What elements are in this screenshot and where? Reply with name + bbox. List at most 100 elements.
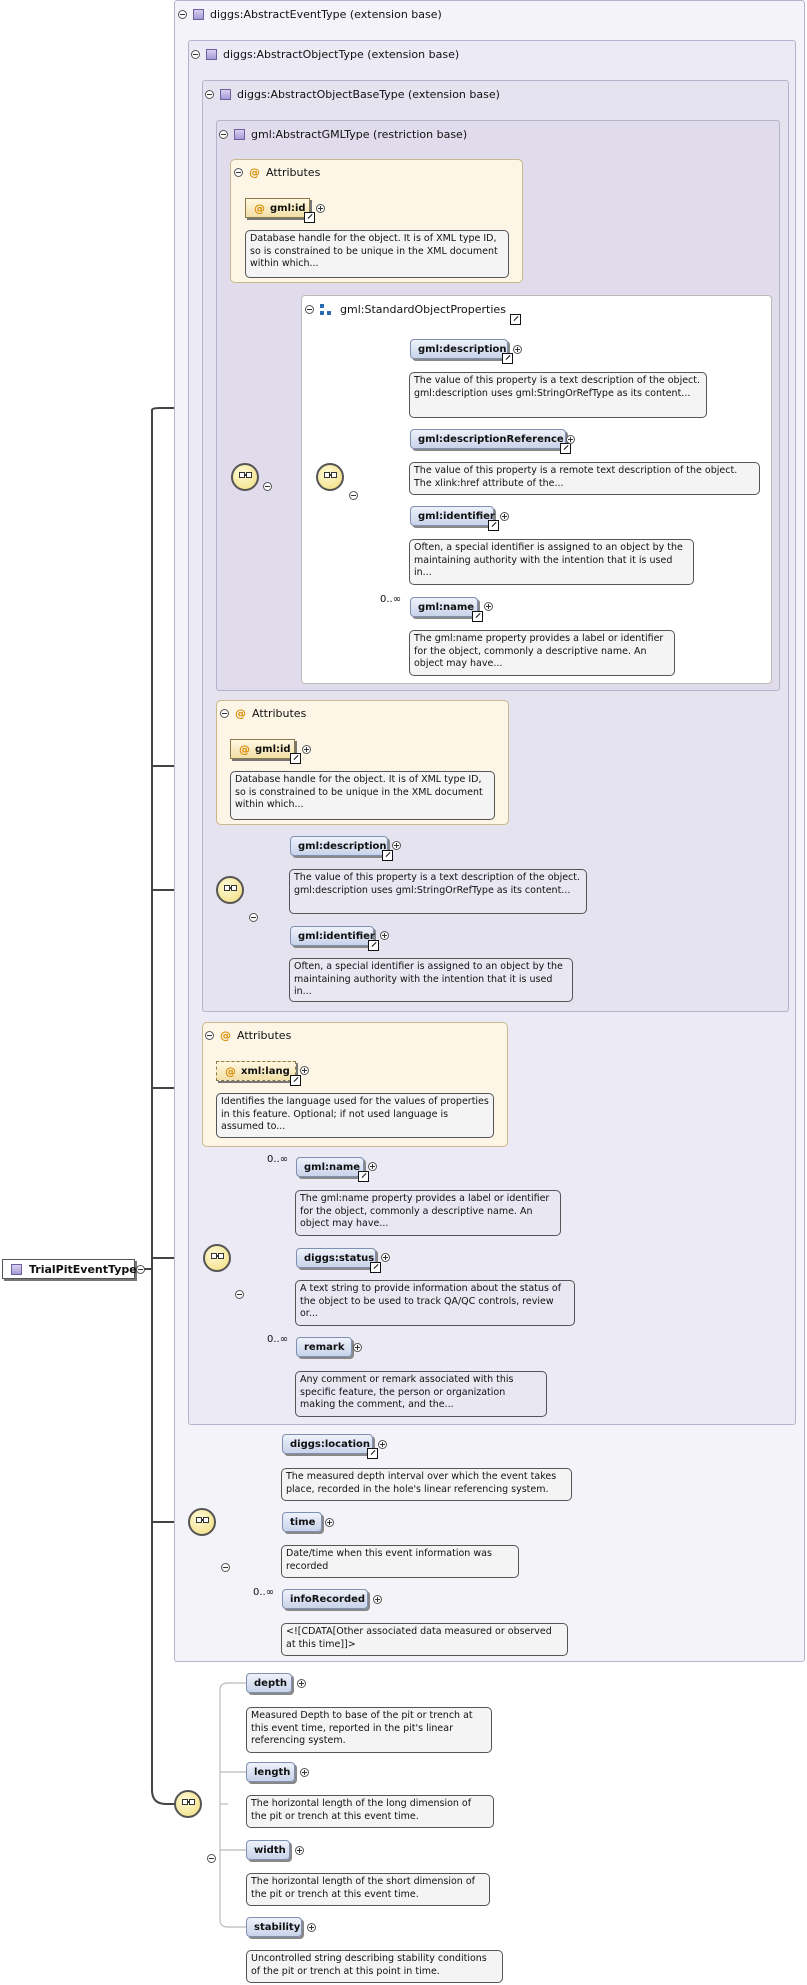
attributes-header: @ Attributes <box>205 1029 291 1042</box>
sequence-icon[interactable] <box>231 463 259 491</box>
elem-time[interactable]: time <box>282 1512 322 1532</box>
expand-icon[interactable] <box>381 1253 390 1262</box>
doc-gml-identifier: Often, a special identifier is assigned … <box>409 539 694 585</box>
collapse-icon[interactable] <box>191 50 200 59</box>
reference-arrow-icon[interactable] <box>367 1448 378 1459</box>
reference-arrow-icon[interactable] <box>472 611 483 622</box>
expand-icon[interactable] <box>392 841 401 850</box>
doc-width: The horizontal length of the short dimen… <box>246 1873 490 1906</box>
expand-icon[interactable] <box>295 1846 304 1855</box>
expand-icon[interactable] <box>353 1343 362 1352</box>
elem-remark[interactable]: remark <box>296 1337 352 1357</box>
reference-arrow-icon[interactable] <box>510 314 521 325</box>
collapse-icon[interactable] <box>263 482 272 491</box>
doc-time: Date/time when this event information wa… <box>281 1545 519 1578</box>
reference-arrow-icon[interactable] <box>488 520 499 531</box>
collapse-root-icon[interactable] <box>136 1265 145 1274</box>
expand-icon[interactable] <box>484 602 493 611</box>
doc-depth: Measured Depth to base of the pit or tre… <box>246 1707 492 1753</box>
attr-gml-id[interactable]: @ gml:id <box>245 198 310 218</box>
expand-icon[interactable] <box>500 512 509 521</box>
elem-gml-description[interactable]: gml:description <box>410 339 508 359</box>
occurrence-label: 0..∞ <box>253 1587 275 1598</box>
ext-objectbase-header: diggs:AbstractObjectBaseType (extension … <box>205 88 500 101</box>
expand-icon[interactable] <box>368 1162 377 1171</box>
expand-icon[interactable] <box>378 1440 387 1449</box>
doc-gml-name: The gml:name property provides a label o… <box>409 630 675 676</box>
elem-gml-identifier[interactable]: gml:identifier <box>290 926 375 946</box>
expand-icon[interactable] <box>300 1066 309 1075</box>
expand-icon[interactable] <box>302 745 311 754</box>
reference-arrow-icon[interactable] <box>290 1075 301 1086</box>
collapse-icon[interactable] <box>178 10 187 19</box>
elem-diggs-location[interactable]: diggs:location <box>282 1434 373 1454</box>
attribute-icon: @ <box>254 201 265 215</box>
ext-objectbase-title: diggs:AbstractObjectBaseType (extension … <box>237 88 500 101</box>
doc-gml-id: Database handle for the object. It is of… <box>245 230 509 278</box>
sequence-icon[interactable] <box>203 1244 231 1272</box>
occurrence-label: 0..∞ <box>380 594 402 605</box>
collapse-icon[interactable] <box>219 130 228 139</box>
reference-arrow-icon[interactable] <box>358 1171 369 1182</box>
elem-gml-name[interactable]: gml:name <box>296 1157 364 1177</box>
collapse-icon[interactable] <box>249 913 258 922</box>
sequence-icon[interactable] <box>174 1790 202 1818</box>
attributes-header: @ Attributes <box>234 166 320 179</box>
attr-gml-id[interactable]: @ gml:id <box>230 739 295 759</box>
expand-icon[interactable] <box>513 345 522 354</box>
attribute-icon: @ <box>249 166 260 179</box>
elem-width[interactable]: width <box>246 1840 290 1860</box>
collapse-icon[interactable] <box>205 90 214 99</box>
complex-type-icon <box>11 1263 22 1275</box>
doc-gml-description-reference: The value of this property is a remote t… <box>409 462 760 495</box>
reference-arrow-icon[interactable] <box>382 850 393 861</box>
sequence-icon[interactable] <box>188 1508 216 1536</box>
reference-arrow-icon[interactable] <box>290 753 301 764</box>
collapse-icon[interactable] <box>207 1854 216 1863</box>
attr-label: gml:id <box>255 743 291 755</box>
elem-diggs-status[interactable]: diggs:status <box>296 1248 376 1268</box>
doc-diggs-status: A text string to provide information abo… <box>295 1280 575 1326</box>
reference-arrow-icon[interactable] <box>560 443 571 454</box>
complex-type-icon <box>206 49 217 60</box>
root-element[interactable]: TrialPitEventType <box>2 1259 137 1279</box>
attr-label: gml:id <box>270 202 306 214</box>
expand-icon[interactable] <box>373 1595 382 1604</box>
elem-gml-name[interactable]: gml:name <box>410 597 478 617</box>
elem-stability[interactable]: stability <box>246 1917 302 1937</box>
doc-gml-name: The gml:name property provides a label o… <box>295 1190 561 1236</box>
attributes-title: Attributes <box>237 1029 292 1042</box>
elem-gml-description-reference[interactable]: gml:descriptionReference <box>410 429 566 449</box>
sequence-icon[interactable] <box>216 876 244 904</box>
reference-arrow-icon[interactable] <box>304 212 315 223</box>
reference-arrow-icon[interactable] <box>502 353 513 364</box>
expand-icon[interactable] <box>380 931 389 940</box>
elem-depth[interactable]: depth <box>246 1673 292 1693</box>
collapse-icon[interactable] <box>235 1290 244 1299</box>
collapse-icon[interactable] <box>305 305 314 314</box>
elem-gml-description[interactable]: gml:description <box>290 836 388 856</box>
expand-icon[interactable] <box>566 435 575 444</box>
collapse-icon[interactable] <box>220 709 229 718</box>
restr-gml-header: gml:AbstractGMLType (restriction base) <box>219 128 467 141</box>
ext-object-header: diggs:AbstractObjectType (extension base… <box>191 48 459 61</box>
collapse-icon[interactable] <box>205 1031 214 1040</box>
collapse-icon[interactable] <box>234 168 243 177</box>
elem-length[interactable]: length <box>246 1762 295 1782</box>
expand-icon[interactable] <box>300 1768 309 1777</box>
elem-gml-identifier[interactable]: gml:identifier <box>410 506 495 526</box>
expand-icon[interactable] <box>325 1518 334 1527</box>
collapse-icon[interactable] <box>349 491 358 500</box>
reference-arrow-icon[interactable] <box>370 1262 381 1273</box>
expand-icon[interactable] <box>297 1679 306 1688</box>
expand-icon[interactable] <box>316 204 325 213</box>
elem-info-recorded[interactable]: infoRecorded <box>282 1589 368 1609</box>
attr-xml-lang[interactable]: @ xml:lang <box>216 1061 296 1081</box>
collapse-icon[interactable] <box>221 1563 230 1572</box>
reference-arrow-icon[interactable] <box>368 940 379 951</box>
std-props-header: gml:StandardObjectProperties <box>305 303 506 316</box>
sequence-icon[interactable] <box>316 463 344 491</box>
doc-length: The horizontal length of the long dimens… <box>246 1795 494 1828</box>
group-icon <box>320 303 332 316</box>
expand-icon[interactable] <box>307 1923 316 1932</box>
